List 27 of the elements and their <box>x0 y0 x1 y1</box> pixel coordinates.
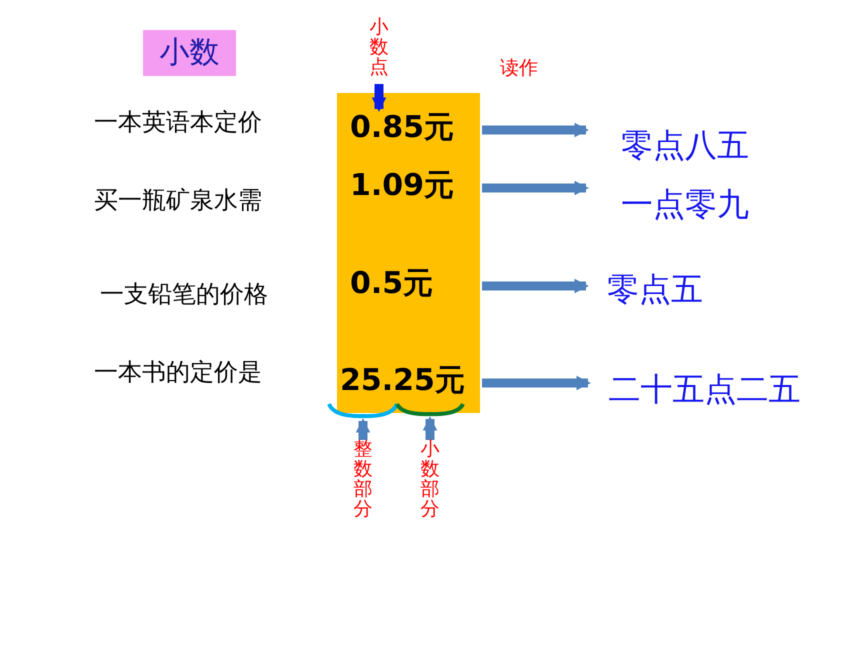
description-text: 一支铅笔的价格 <box>100 279 268 310</box>
decimal-price: 25.25元 <box>340 363 480 403</box>
arrow <box>482 122 589 138</box>
arrow <box>372 84 386 112</box>
arrow <box>482 180 589 196</box>
callout-label: 小数部分 <box>419 440 441 532</box>
callout-label: 整数部分 <box>352 440 374 532</box>
arrow <box>356 418 370 440</box>
arrow <box>422 416 438 440</box>
decimal-price: 0.5元 <box>350 266 480 306</box>
decimal-price: 0.85元 <box>350 110 480 150</box>
arrow <box>482 376 591 390</box>
reading-text: 零点五 <box>590 270 720 310</box>
reading-text: 一点零九 <box>590 185 780 225</box>
arrow <box>482 278 589 294</box>
description-text: 买一瓶矿泉水需 <box>94 185 262 216</box>
highlight-panel <box>337 93 480 413</box>
description-text: 一本英语本定价 <box>94 107 262 138</box>
description-text: 一本书的定价是 <box>94 357 262 388</box>
reading-text: 二十五点二五 <box>592 370 817 410</box>
reading-text: 零点八五 <box>590 126 780 166</box>
title-banner: 小数 <box>143 30 236 76</box>
column-heading: 读作 <box>500 56 538 81</box>
decimal-price: 1.09元 <box>350 168 480 208</box>
callout-label: 小数点 <box>368 18 390 84</box>
brace-mark <box>395 402 465 418</box>
brace-mark <box>327 402 399 420</box>
